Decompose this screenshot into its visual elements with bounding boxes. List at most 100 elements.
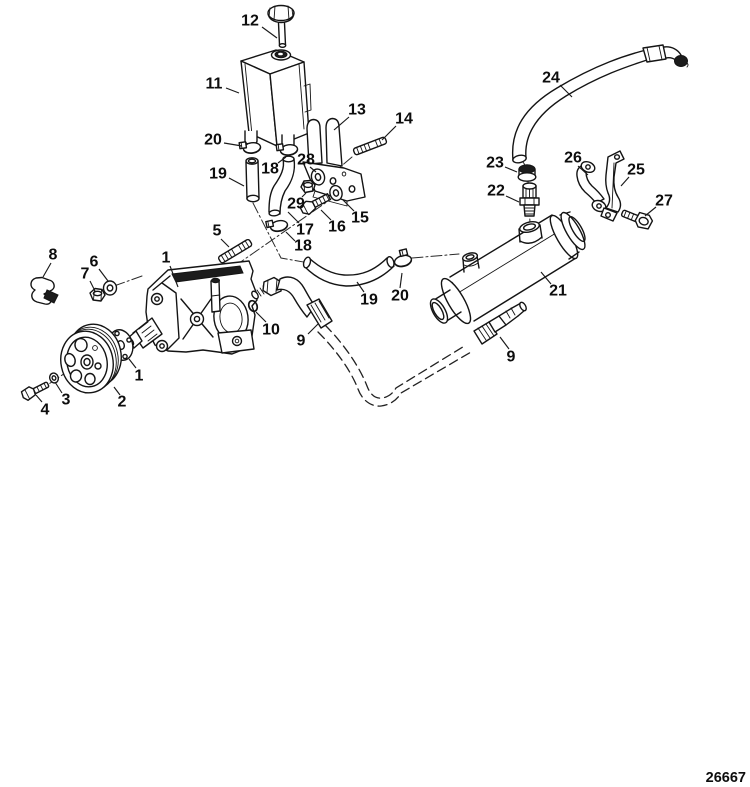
o-ring-part-10 — [247, 299, 259, 313]
callout-15-10: 15 — [351, 210, 369, 227]
leader-line-18-12 — [285, 231, 296, 242]
leader-line-27-19 — [644, 206, 657, 217]
pulley-part-2 — [60, 323, 122, 394]
washer-part-28 — [310, 168, 326, 186]
callout-layer: 1211131420182819291615171852423222625278… — [35, 13, 673, 419]
callout-16-9: 16 — [328, 219, 346, 236]
leader-line-13-2 — [333, 116, 350, 131]
leader-line-1-23 — [169, 265, 179, 288]
tube-part-19-left — [245, 157, 260, 203]
leader-line-4-33 — [35, 394, 43, 403]
leader-line-7-22 — [89, 280, 96, 292]
callout-13-2: 13 — [348, 102, 366, 119]
elbow-hose-part-17 — [268, 155, 296, 217]
leader-line-5-13 — [220, 238, 230, 248]
leader-line-14-3 — [381, 125, 397, 141]
callout-18-5: 18 — [261, 161, 279, 178]
callout-9-29: 9 — [507, 349, 516, 366]
leader-line-3-32 — [54, 381, 63, 394]
callout-1-23: 1 — [162, 250, 171, 267]
leader-line-2-31 — [113, 386, 121, 396]
strap-part-25 — [600, 150, 625, 222]
nut-part-7 — [89, 287, 106, 302]
leader-line-25-18 — [620, 176, 630, 187]
callout-11-1: 11 — [206, 76, 223, 93]
callout-19-7: 19 — [209, 166, 227, 183]
stud-part-14 — [352, 136, 388, 156]
leader-line-1-30 — [128, 358, 137, 369]
hose-9-cooler-fitting — [473, 301, 527, 345]
leader-line-29-8 — [301, 192, 307, 198]
leader-line-20-4 — [223, 142, 243, 147]
bolt-part-27 — [620, 209, 654, 230]
callout-21-28: 21 — [549, 283, 567, 300]
return-pipe-part-24 — [511, 44, 689, 164]
leader-line-9-25 — [307, 323, 319, 335]
leader-line-24-14 — [559, 84, 573, 98]
leader-line-11-1 — [225, 87, 240, 94]
leader-line-16-9 — [320, 209, 332, 221]
hose-9-pump-fitting — [251, 276, 333, 329]
leader-line-6-21 — [98, 268, 109, 282]
leader-line-20-27 — [399, 272, 403, 289]
callout-7-22: 7 — [81, 266, 90, 283]
reservoir-part-11 — [240, 49, 312, 150]
stud-part-5 — [217, 238, 253, 264]
callout-23-15: 23 — [486, 155, 504, 172]
callout-20-4: 20 — [204, 132, 222, 149]
cooler-top-port — [518, 221, 543, 244]
clip-part-8 — [30, 276, 59, 305]
washer-part-6 — [102, 280, 118, 296]
leader-line-19-7 — [228, 177, 245, 187]
drawing-number: 26667 — [706, 770, 746, 786]
hose-clamp-18-upper — [275, 143, 299, 156]
leader-line-12-0 — [261, 26, 278, 39]
callout-29-8: 29 — [287, 196, 305, 213]
washer-part-15 — [329, 184, 343, 202]
nut-part-29 — [300, 179, 316, 194]
callout-12-0: 12 — [241, 13, 259, 30]
locknut-part-23 — [517, 164, 537, 182]
hose-9-hidden-run — [317, 324, 472, 407]
callout-17-11: 17 — [296, 222, 314, 239]
callout-28-6: 28 — [297, 152, 315, 169]
callout-27-19: 27 — [655, 193, 673, 210]
callout-6-21: 6 — [90, 254, 99, 271]
callout-2-31: 2 — [118, 394, 127, 411]
leader-line-26-17 — [577, 165, 589, 176]
leader-line-8-20 — [42, 262, 52, 278]
bolt-part-16 — [299, 193, 332, 215]
callout-18-12: 18 — [294, 238, 312, 255]
callout-8-20: 8 — [49, 247, 58, 264]
hose-part-19-right — [302, 255, 395, 287]
leader-line-15-10 — [342, 199, 355, 212]
callout-20-27: 20 — [391, 288, 409, 305]
leader-line-9-29 — [499, 336, 510, 350]
callout-14-3: 14 — [395, 111, 413, 128]
washer-part-3 — [48, 372, 60, 384]
cooler-inlet-barb — [461, 252, 480, 273]
leader-line-10-24 — [255, 311, 267, 323]
leader-line-23-15 — [504, 166, 518, 173]
filler-cap-part-12 — [267, 4, 295, 49]
hose-clamp-20-right — [393, 248, 413, 268]
callout-24-14: 24 — [542, 70, 560, 87]
leader-line-18-5 — [277, 156, 287, 164]
bolt-part-4 — [20, 381, 50, 401]
leader-line-28-6 — [309, 166, 317, 173]
callout-22-16: 22 — [487, 183, 505, 200]
pump-part-1 — [145, 260, 258, 355]
callout-10-24: 10 — [262, 322, 280, 339]
fitting-part-22 — [519, 182, 540, 217]
callout-9-25: 9 — [297, 333, 306, 350]
leader-line-19-26 — [356, 281, 365, 293]
callout-19-26: 19 — [360, 292, 378, 309]
strap-part-26 — [576, 160, 607, 213]
callout-25-18: 25 — [627, 162, 645, 179]
callout-3-32: 3 — [62, 392, 71, 409]
pump-port-pin — [210, 277, 221, 313]
leader-line-21-28 — [540, 271, 552, 285]
cooler-part-21 — [429, 211, 586, 325]
callout-5-13: 5 — [213, 223, 222, 240]
